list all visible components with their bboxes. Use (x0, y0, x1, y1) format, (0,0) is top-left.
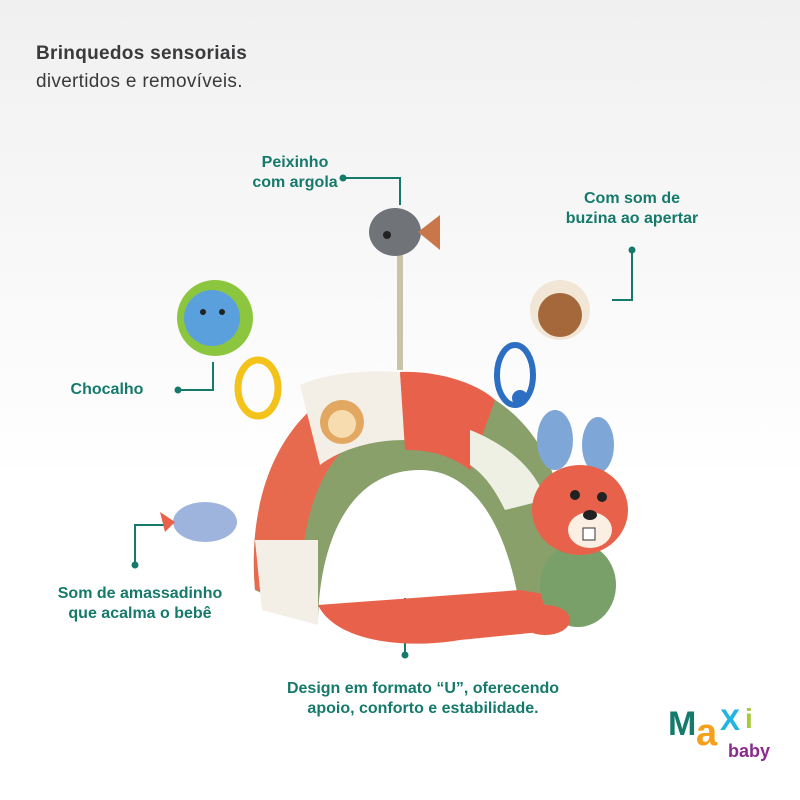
callout-crinkle-line1: Som de amassadinho (57, 585, 223, 602)
callout-horn-line2: buzina ao apertar (565, 210, 699, 227)
callout-rattle-line1: Chocalho (70, 381, 144, 398)
callout-horn-line1: Com som de (583, 190, 680, 207)
callout-rattle: Chocalho (62, 380, 152, 400)
callout-design-line1: Design em formato “U”, oferecendo (286, 680, 560, 697)
callout-lines (134, 177, 633, 655)
u-pillow (253, 371, 580, 644)
header-title: Brinquedos sensoriais (36, 43, 248, 64)
header-subtitle: divertidos e removíveis. (36, 71, 243, 92)
callout-fish-line1: Peixinho (261, 154, 329, 171)
callout-horn: Com som de buzina ao apertar (552, 189, 712, 229)
callout-fish: Peixinho com argola (236, 153, 354, 193)
crinkle-fish-toy (160, 502, 237, 542)
callout-design: Design em formato “U”, oferecendo apoio,… (253, 679, 593, 719)
callout-design-line2: apoio, conforto e estabilidade. (307, 700, 539, 717)
callout-fish-line2: com argola (252, 174, 338, 191)
fish-rattle-toy (369, 208, 440, 370)
bear-horn-toy (494, 280, 590, 408)
callout-crinkle-line2: que acalma o bebê (68, 605, 212, 622)
hedgehog-rattle-toy (177, 280, 282, 420)
callout-crinkle: Som de amassadinho que acalma o bebê (38, 584, 242, 624)
rabbit-toy (520, 410, 628, 635)
header: Brinquedos sensoriais divertidos e remov… (36, 40, 247, 96)
